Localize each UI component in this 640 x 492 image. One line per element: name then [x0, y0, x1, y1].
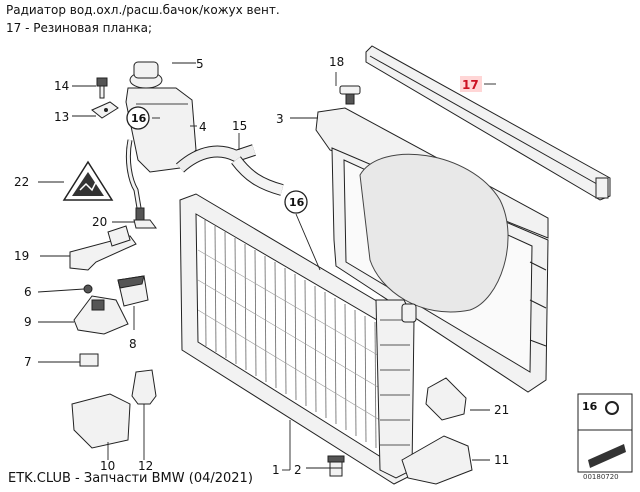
expansion-tank[interactable] [125, 61, 197, 215]
callout-1: 1 [272, 463, 280, 477]
callout-21: 21 [494, 403, 509, 417]
callout-10: 10 [100, 459, 115, 473]
drain-plug-2[interactable] [327, 455, 345, 477]
bracket-13[interactable] [91, 101, 119, 119]
bolt-6[interactable] [83, 284, 93, 294]
legend-label-16: 16 [582, 400, 598, 413]
bracket-21[interactable] [425, 377, 467, 421]
page-title: Радиатор вод.охл./расш.бачок/кожух вент. [6, 3, 280, 17]
callout-16-tank: 16 [126, 106, 150, 130]
leader-lines [37, 62, 496, 471]
fastener-18[interactable] [339, 85, 361, 105]
selected-part-caption: 17 - Резиновая планка; [6, 21, 153, 35]
callout-13: 13 [54, 110, 69, 124]
radiator[interactable] [179, 193, 417, 485]
rubber-mount-12[interactable] [131, 369, 157, 405]
callout-16-radiator: 16 [284, 190, 308, 214]
bracket-9[interactable] [73, 295, 129, 335]
callout-8: 8 [129, 337, 137, 351]
bracket-10[interactable] [71, 393, 131, 449]
hose-clamp-icon [605, 401, 619, 415]
bracket-11[interactable] [401, 435, 473, 485]
callout-14: 14 [54, 79, 69, 93]
callout-5: 5 [196, 57, 204, 71]
callout-20: 20 [92, 215, 107, 229]
rubber-strip[interactable] [365, 45, 611, 201]
callout-18: 18 [329, 55, 344, 69]
repair-wrench-icon [588, 444, 626, 468]
callout-2: 2 [294, 463, 302, 477]
svg-text:17: 17 [462, 78, 479, 92]
svg-text:16: 16 [131, 112, 147, 125]
coolant-hose[interactable] [175, 144, 284, 196]
diagram-code: 00180720 [583, 473, 619, 481]
callout-3: 3 [276, 112, 284, 126]
callout-12: 12 [138, 459, 153, 473]
callout-15: 15 [232, 119, 247, 133]
callout-17-highlighted[interactable]: 17 [460, 76, 482, 92]
callout-19: 19 [14, 249, 29, 263]
svg-text:16: 16 [289, 196, 305, 209]
warning-label-22[interactable] [62, 160, 114, 201]
bracket-19[interactable] [69, 225, 137, 271]
footer-credit: ETK.CLUB - Запчасти BMW (04/2021) [8, 471, 253, 486]
callout-6: 6 [24, 285, 32, 299]
bolt-14[interactable] [96, 77, 108, 99]
clip-7[interactable] [79, 353, 99, 367]
callout-7: 7 [24, 355, 32, 369]
callout-11: 11 [494, 453, 509, 467]
legend-box [577, 393, 633, 473]
callout-22: 22 [14, 175, 29, 189]
rubber-mount-8[interactable] [117, 275, 149, 307]
callout-9: 9 [24, 315, 32, 329]
fan-shroud[interactable] [315, 107, 549, 393]
sensor-20[interactable] [133, 207, 157, 229]
callout-4: 4 [199, 120, 207, 134]
